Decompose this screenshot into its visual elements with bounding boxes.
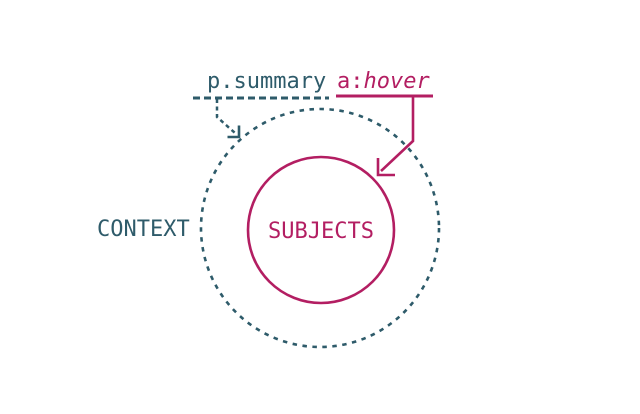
- subject-connector-line: [380, 97, 415, 172]
- context-arrowhead-icon: [227, 125, 241, 139]
- subject-selector-label: a:hover: [337, 69, 430, 94]
- subject-selector-pseudo: hover: [364, 69, 431, 94]
- subject-selector-base: a:: [337, 69, 364, 94]
- context-connector-line: [215, 99, 236, 134]
- context-selector-label: p.summary: [207, 69, 326, 94]
- context-circle: [199, 107, 441, 349]
- context-label: CONTEXT: [97, 217, 190, 242]
- subjects-circle: [246, 155, 396, 305]
- subject-arrowhead-icon: [376, 158, 395, 177]
- subjects-label: SUBJECTS: [268, 219, 374, 244]
